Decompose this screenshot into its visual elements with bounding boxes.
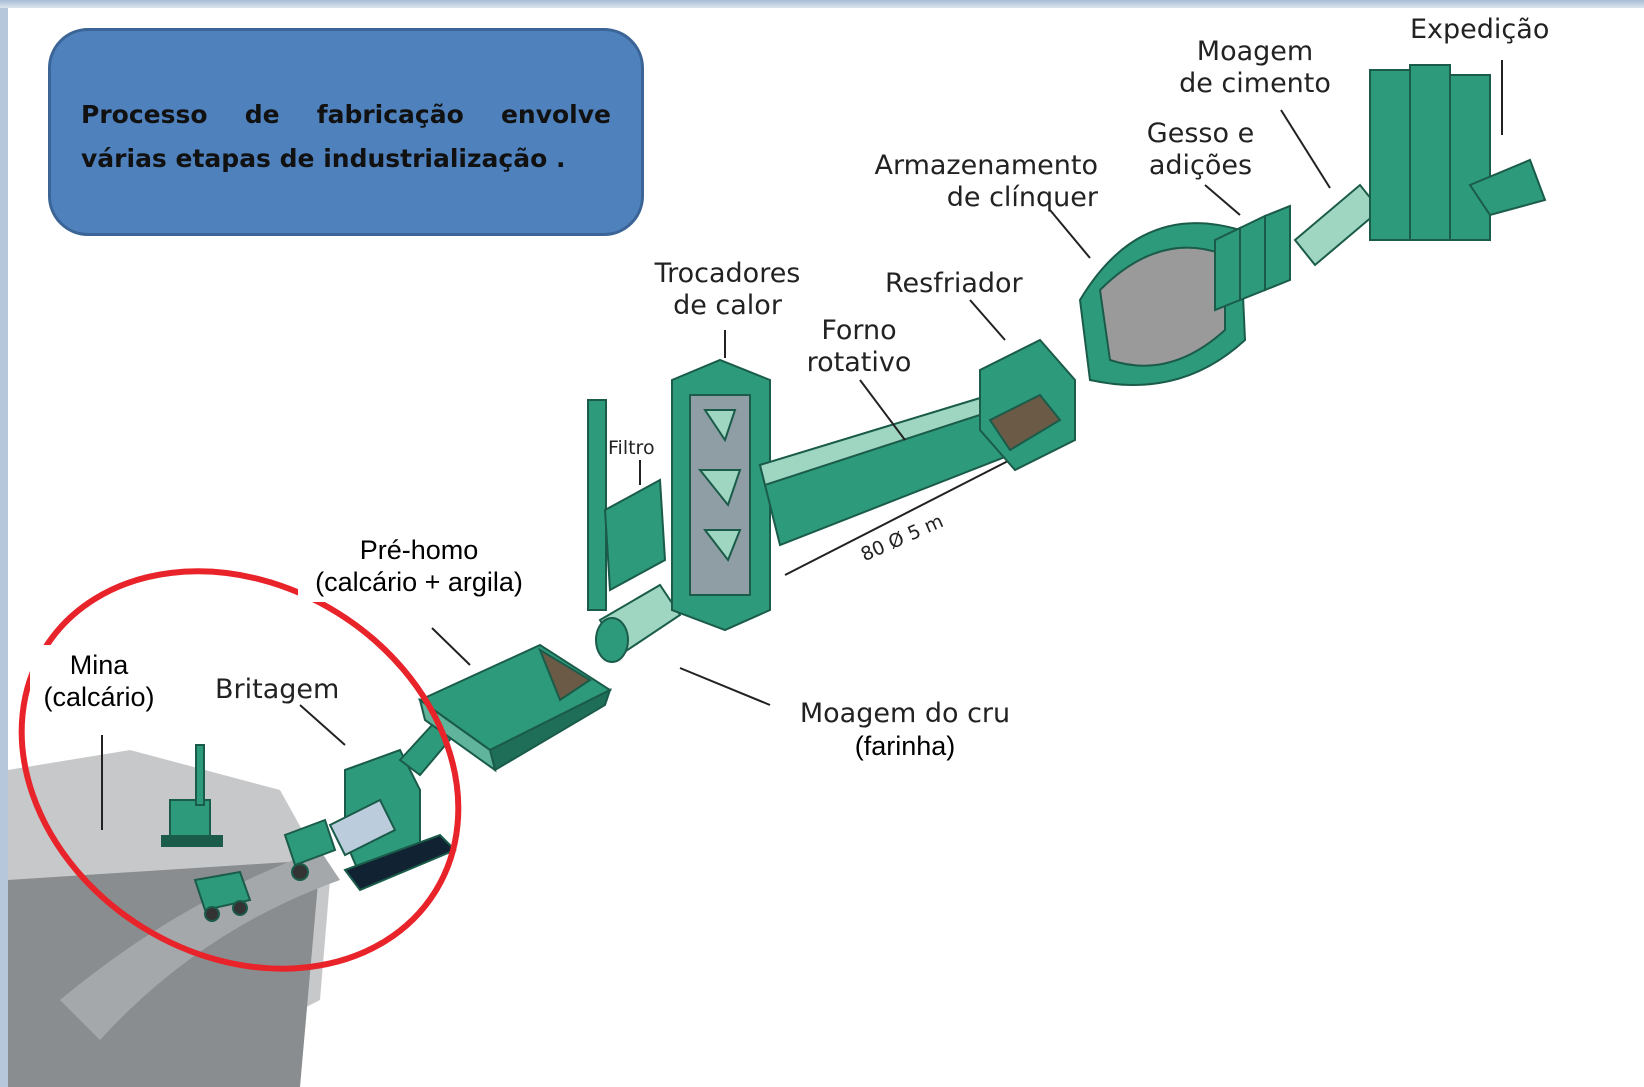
slide-edge-left: [0, 0, 8, 1087]
label-gesso-1: Gesso e: [1146, 118, 1255, 149]
raw-mill: [595, 583, 682, 663]
info-callout: Processo de fabricação envolve várias et…: [48, 28, 644, 236]
cooler: [979, 338, 1076, 472]
kiln-dimension-line: [784, 459, 1011, 576]
label-mina: Mina (calcário): [30, 645, 168, 717]
dump-truck: [193, 870, 252, 922]
label-britagem: Britagem: [215, 674, 340, 705]
label-forno-1: Forno: [821, 315, 897, 346]
excavator: [161, 744, 223, 847]
label-armazenamento-1: Armazenamento: [874, 150, 1098, 181]
clinker-dome: [1078, 222, 1247, 386]
leader-lines: [101, 60, 1503, 830]
label-mina-1: Mina: [69, 650, 129, 680]
preheater-tower: [671, 358, 771, 632]
label-trocadores-2: de calor: [673, 290, 782, 321]
label-forno-2: rotativo: [806, 347, 912, 378]
gypsum-silos: [1214, 204, 1291, 312]
label-moagem-cimento-2: de cimento: [1179, 68, 1331, 99]
dispatch-silos: [1369, 64, 1547, 241]
slide-edge-top: [0, 0, 1644, 8]
label-armazenamento-2: de clínquer: [946, 182, 1098, 213]
crusher: [328, 748, 457, 892]
rotary-kiln: [758, 393, 1012, 547]
filter-stack: [587, 399, 667, 611]
blank-box: [845, 953, 1550, 1018]
label-pre-homo-2: (calcário + argila): [315, 567, 523, 597]
label-expedicao: Expedição: [1410, 14, 1550, 45]
label-moagem-cru-2: (farinha): [854, 731, 956, 761]
label-pre-homo-1: Pré-homo: [359, 535, 479, 565]
label-trocadores-1: Trocadores: [654, 258, 801, 289]
label-mina-2: (calcário): [43, 682, 155, 712]
label-moagem-cimento-1: Moagem: [1196, 36, 1314, 67]
label-resfriador: Resfriador: [885, 268, 1023, 299]
callout-text: Processo de fabricação envolve várias et…: [81, 100, 611, 173]
label-moagem-cru-1: Moagem do cru: [799, 698, 1011, 729]
label-pre-homo: Pré-homo (calcário + argila): [298, 530, 540, 602]
cement-mill: [1293, 183, 1382, 267]
loader: [283, 818, 337, 881]
label-gesso-2: adições: [1148, 150, 1253, 181]
label-filtro: Filtro: [608, 437, 655, 459]
quarry-road: [60, 850, 340, 1040]
